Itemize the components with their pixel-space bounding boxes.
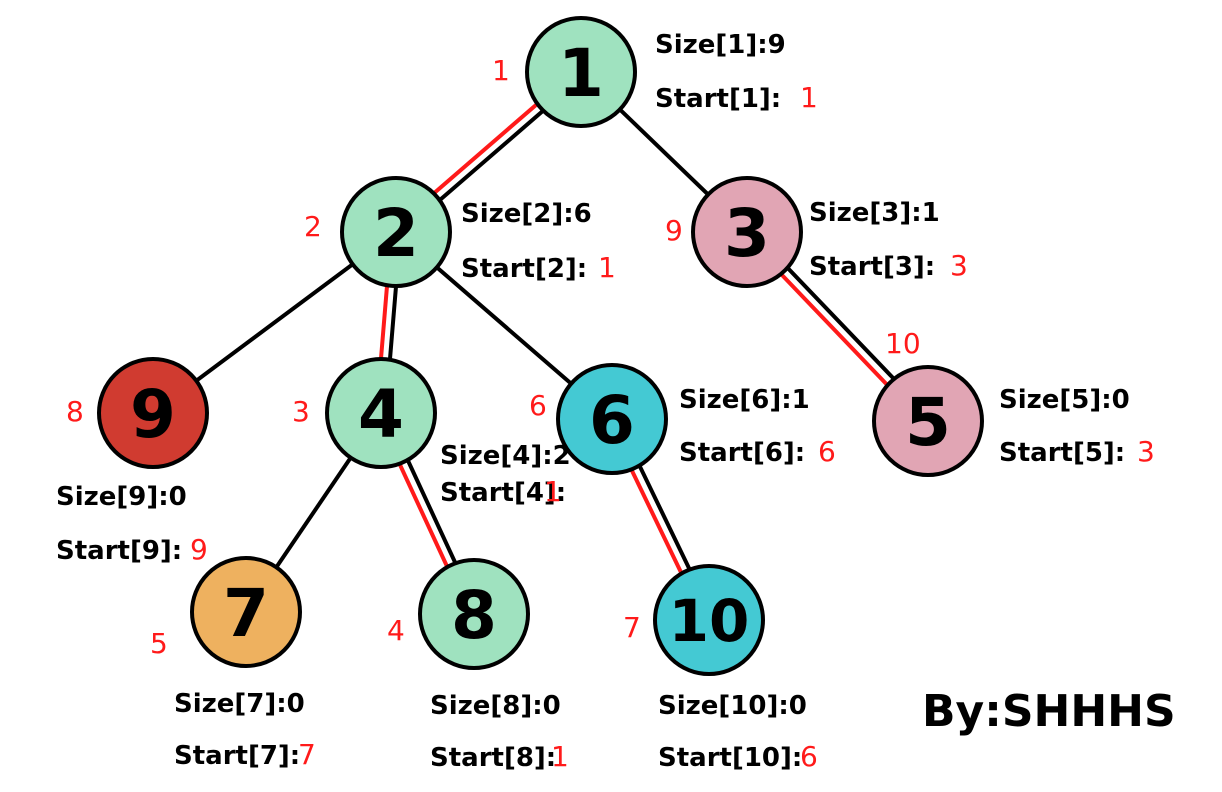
dfs-order-label: 2 [304, 210, 322, 243]
node-id-label: 10 [669, 587, 750, 655]
tree-node-2: 2 [340, 176, 452, 288]
node-circle [325, 357, 437, 469]
node-id-label: 7 [223, 575, 269, 652]
size-label: Size[5]:0 [999, 385, 1130, 415]
node-circle [97, 357, 209, 469]
size-label: Size[7]:0 [174, 689, 305, 719]
dfs-order-label: 3 [292, 395, 310, 428]
dfs-order-label: 5 [150, 627, 168, 660]
start-label: Start[6]: [679, 438, 805, 468]
node-id-label: 3 [724, 195, 770, 272]
tree-node-10: 10 [653, 564, 765, 676]
node-circle [340, 176, 452, 288]
start-value: 9 [190, 533, 208, 566]
start-label: Start[4]: [440, 478, 566, 508]
start-label: Start[1]: [655, 84, 781, 114]
nodes-layer: 1 2 3 9 4 6 5 7 8 10 [97, 16, 984, 676]
dfs-order-label: 8 [66, 395, 84, 428]
start-label: Start[9]: [56, 536, 182, 566]
size-label: Size[3]:1 [809, 198, 940, 228]
start-value: 1 [544, 475, 562, 508]
author-credit: By:SHHHS [922, 686, 1176, 737]
tree-node-8: 8 [418, 558, 530, 670]
start-label: Start[5]: [999, 438, 1125, 468]
node-id-label: 8 [451, 577, 497, 654]
node-id-label: 5 [905, 384, 951, 461]
start-label: Start[10]: [658, 743, 802, 773]
node-circle [190, 556, 302, 668]
node-circle [418, 558, 530, 670]
node-id-label: 4 [358, 376, 404, 453]
size-label: Size[1]:9 [655, 30, 786, 60]
node-circle [872, 365, 984, 477]
size-label: Size[9]:0 [56, 482, 187, 512]
tree-node-9: 9 [97, 357, 209, 469]
start-value: 3 [1137, 435, 1155, 468]
tree-node-1: 1 [525, 16, 637, 128]
dfs-order-label: 9 [665, 214, 683, 247]
start-value: 1 [551, 740, 569, 773]
start-label: Start[2]: [461, 254, 587, 284]
edges-layer [151, 67, 933, 623]
node-circle [653, 564, 765, 676]
size-label: Size[4]:2 [440, 441, 571, 471]
start-value: 3 [950, 249, 968, 282]
size-label: Size[10]:0 [658, 691, 807, 721]
node-id-label: 6 [589, 382, 635, 459]
tree-node-7: 7 [190, 556, 302, 668]
start-value: 6 [818, 435, 836, 468]
size-label: Size[8]:0 [430, 691, 561, 721]
dfs-order-label: 6 [529, 389, 547, 422]
start-value: 1 [598, 251, 616, 284]
start-value: 6 [800, 740, 818, 773]
tree-node-3: 3 [691, 176, 803, 288]
tree-node-6: 6 [556, 363, 668, 475]
tree-node-5: 5 [872, 365, 984, 477]
start-label: Start[7]: [174, 741, 300, 771]
dfs-order-label: 10 [885, 327, 921, 360]
dfs-order-label: 1 [492, 54, 510, 87]
dfs-order-label: 4 [387, 614, 405, 647]
node-circle [691, 176, 803, 288]
size-label: Size[6]:1 [679, 385, 810, 415]
start-label: Start[3]: [809, 252, 935, 282]
start-value: 1 [800, 81, 818, 114]
size-label: Size[2]:6 [461, 199, 592, 229]
node-circle [556, 363, 668, 475]
start-value: 7 [298, 738, 316, 771]
tree-node-4: 4 [325, 357, 437, 469]
dfs-order-label: 7 [623, 611, 641, 644]
node-id-label: 2 [373, 195, 419, 272]
node-id-label: 9 [130, 376, 176, 453]
node-id-label: 1 [558, 35, 604, 112]
node-circle [525, 16, 637, 128]
start-label: Start[8]: [430, 743, 556, 773]
